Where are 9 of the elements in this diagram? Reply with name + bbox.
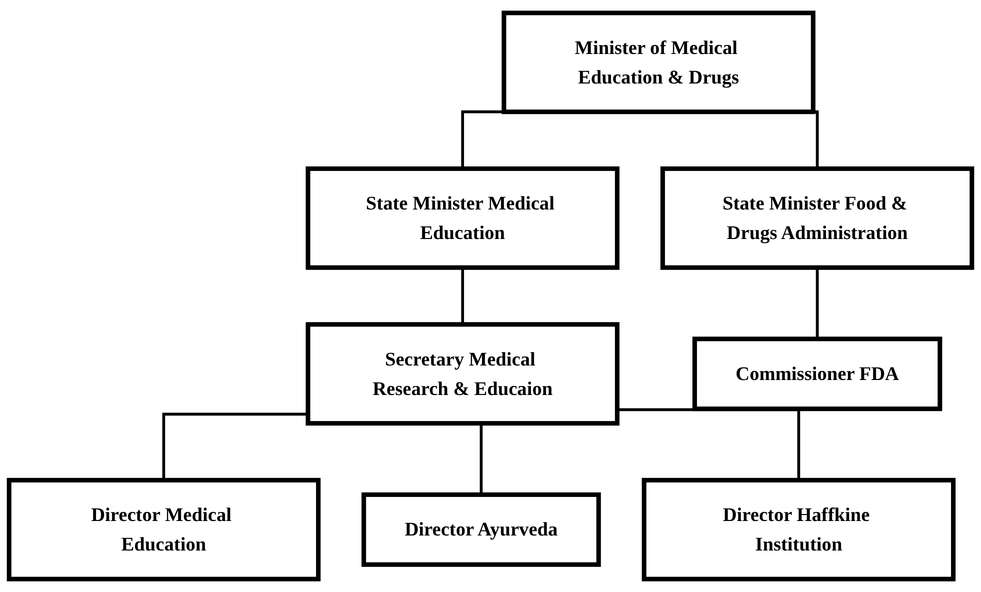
node-box: Director Haffkine Institution xyxy=(642,478,956,582)
node-box: State Minister Food & Drugs Administration xyxy=(660,166,974,270)
node-box: Commissioner FDA xyxy=(692,336,942,412)
node-box: Director Ayurveda xyxy=(362,492,601,567)
node-box: Secretary Medical Research & Educaion xyxy=(306,322,620,426)
node-box: State Minister Medical Education xyxy=(306,166,620,270)
node-box: Director Medical Education xyxy=(6,478,321,582)
node-box: Minister of Medical Education & Drugs xyxy=(502,10,816,114)
connector xyxy=(162,412,308,480)
